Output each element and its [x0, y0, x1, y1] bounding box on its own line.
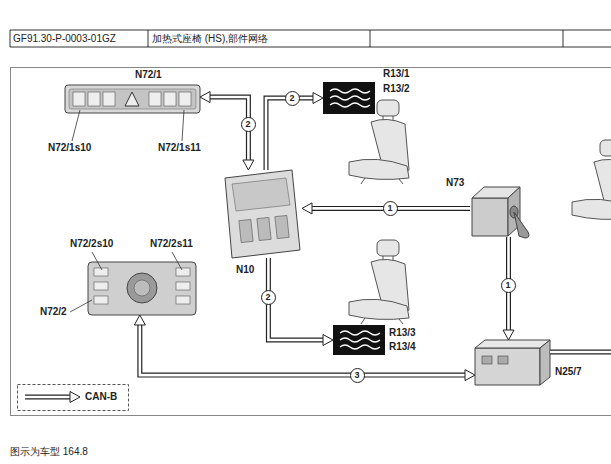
- figure-caption: 图示为车型 164.8: [10, 446, 88, 458]
- control-module: [475, 340, 550, 385]
- callout-number: 2: [241, 117, 256, 132]
- component-node: R13/3R13/4: [333, 325, 385, 355]
- part-label: R13/4: [389, 341, 416, 353]
- part-label: R13/1: [383, 68, 410, 80]
- arrow-head: [465, 370, 475, 381]
- part-label: N10: [236, 264, 254, 276]
- arrow-head: [134, 315, 145, 325]
- can-b-connector: [268, 258, 333, 346]
- callout-number: 3: [350, 368, 365, 383]
- can-b-connector: [134, 315, 475, 381]
- component-node: N10: [222, 170, 302, 258]
- wire-outline: [266, 98, 314, 170]
- header-title: 加热式座椅 (HS),部件网络: [152, 33, 268, 45]
- wire-outline: [268, 258, 324, 340]
- legend-text: CAN-B: [85, 391, 117, 403]
- arrow-head: [243, 160, 254, 170]
- part-label: N25/7: [555, 366, 582, 378]
- callout-number: 1: [383, 201, 398, 216]
- legend-box: [18, 385, 129, 411]
- arrow-head: [323, 335, 333, 346]
- component-node: N25/7: [475, 340, 550, 385]
- seat-illustration: [349, 100, 409, 184]
- part-label: N72/1s10: [48, 142, 91, 154]
- component-node: N72/2N72/2s10N72/2s11: [88, 262, 196, 315]
- part-label: R13/2: [383, 83, 410, 95]
- callout-number: 2: [261, 290, 276, 305]
- bus-line: [550, 352, 611, 353]
- switch-panel: [65, 85, 200, 141]
- diagram-frame: [11, 68, 611, 416]
- callout-number: 1: [501, 278, 516, 293]
- arrow-head: [200, 92, 210, 103]
- heater-symbol: [333, 325, 385, 355]
- arrow-head: [302, 203, 312, 214]
- ignition-switch: [472, 187, 529, 238]
- document-code: GF91.30-P-0003-01GZ: [13, 33, 116, 45]
- part-label: N73: [446, 177, 464, 189]
- header-table: [10, 30, 611, 47]
- seat-illustration: [572, 140, 611, 219]
- part-label: N72/2: [40, 306, 67, 318]
- arrow-head: [503, 330, 514, 340]
- arrow-head: [313, 93, 323, 104]
- component-node: N73: [470, 185, 525, 237]
- part-label: N72/1s11: [158, 142, 201, 154]
- heater-symbol: [323, 82, 375, 114]
- climate-panel: [70, 252, 196, 315]
- part-label: N72/2s10: [70, 238, 113, 250]
- part-label: N72/1: [135, 69, 162, 81]
- wire-core: [266, 98, 314, 170]
- wire-outline: [140, 324, 466, 375]
- part-label: R13/3: [389, 327, 416, 339]
- wire-core: [140, 324, 466, 375]
- control-unit: [225, 170, 300, 258]
- component-node: N72/1N72/1s10N72/1s11: [65, 85, 200, 113]
- component-node: R13/1R13/2: [323, 82, 375, 114]
- callout-number: 2: [285, 91, 300, 106]
- part-label: N72/2s11: [150, 238, 193, 250]
- seat-illustration: [349, 240, 409, 324]
- wire-core: [268, 258, 324, 340]
